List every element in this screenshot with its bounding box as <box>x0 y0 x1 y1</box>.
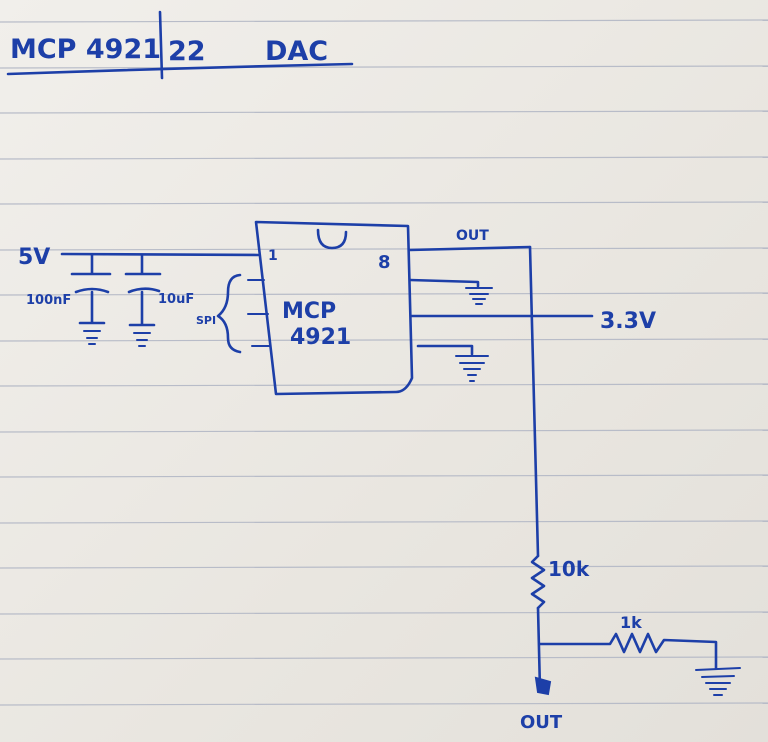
label-3v3: 3.3V <box>600 309 656 334</box>
label-100nf: 100nF <box>26 293 71 308</box>
output-trace-lower <box>536 606 542 692</box>
label-1k: 1k <box>620 613 642 632</box>
chip-label-line1: MCP <box>282 299 336 324</box>
resistor-1k <box>538 632 718 670</box>
output-node <box>534 676 552 696</box>
spi-brace <box>216 273 242 354</box>
chip-left-pins <box>247 279 271 347</box>
label-5v: 5V <box>18 245 50 270</box>
label-out-top: OUT <box>456 228 489 244</box>
capacitor-100nf <box>70 253 112 345</box>
ground-symbol <box>695 667 741 696</box>
chip-label-line2: 4921 <box>290 325 351 350</box>
chip-right-pins <box>408 245 594 382</box>
rail-5v <box>60 252 260 257</box>
resistor-10k <box>530 554 546 610</box>
title-underline <box>6 62 354 76</box>
capacitor-10uf <box>124 254 162 347</box>
title-slash <box>158 10 164 80</box>
title-variant: 22 <box>168 36 206 67</box>
title-kind: DAC <box>265 36 328 67</box>
label-10k: 10k <box>548 557 590 581</box>
label-10uf: 10uF <box>158 292 194 307</box>
ruled-lines <box>0 19 768 706</box>
chip-notch <box>316 228 348 250</box>
label-out-bottom: OUT <box>520 712 563 733</box>
output-trace <box>528 245 540 558</box>
label-pin1: 1 <box>268 248 278 264</box>
title-part: MCP 4921 <box>10 34 161 65</box>
label-pin8: 8 <box>378 252 391 273</box>
chip-body <box>254 220 414 396</box>
label-spi: SPI <box>196 314 216 327</box>
